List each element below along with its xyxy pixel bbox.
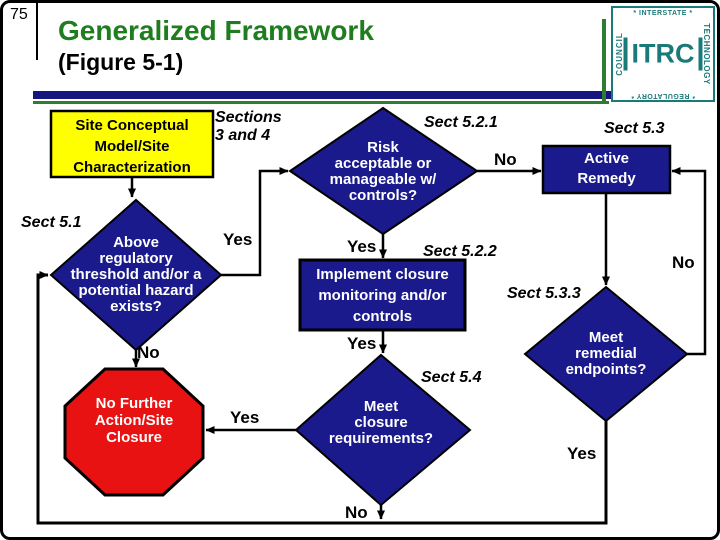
- label-line: controls?: [348, 187, 418, 204]
- label-line: Action/Site: [94, 412, 174, 429]
- label-line: monitoring and/or: [318, 287, 447, 304]
- label-line: manageable w/: [329, 171, 437, 188]
- label-line: No Further: [95, 395, 173, 412]
- label-line: Site Conceptual: [75, 117, 189, 134]
- edge-label-no-hazard: No: [137, 343, 160, 362]
- label-line: Sections: [215, 109, 282, 126]
- active-remedy-box-shape: [541, 144, 672, 195]
- label-line: requirements?: [328, 430, 434, 447]
- label-line: endpoints?: [565, 361, 647, 378]
- sections-note: Sections 3 and 4: [215, 109, 295, 145]
- edge-label-no-closure: No: [345, 503, 368, 522]
- edge-label-yes-remedial: Yes: [567, 444, 597, 463]
- label-line: Risk: [367, 139, 399, 156]
- label-line: controls: [352, 308, 413, 325]
- closure-diamond-shape: [294, 353, 472, 507]
- label-line: Implement closure: [316, 266, 449, 283]
- edge-label-yes-closure: Yes: [230, 408, 260, 427]
- logo-text-interstate: * INTERSTATE *: [633, 10, 693, 17]
- start-box-shape: [49, 109, 215, 179]
- remedial-diamond-label: Meet remedial endpoints?: [546, 330, 666, 378]
- label-line: threshold and/or a: [70, 266, 202, 283]
- itrc-logo: * INTERSTATE * TECHNOLOGY * REGULATORY *…: [611, 6, 715, 102]
- slide-number: 75: [10, 6, 28, 23]
- label-line: Above: [113, 234, 159, 251]
- label-line: potential hazard: [78, 282, 194, 299]
- edge-loop-bottom-to-hazard: [36, 271, 608, 525]
- label-line: Model/Site: [94, 138, 170, 155]
- edge-label-yes-implement: Yes: [347, 334, 377, 353]
- label-line: Remedy: [577, 170, 636, 187]
- section-label-5-2-2: Sect 5.2.2: [423, 243, 497, 260]
- closure-diamond-label: Meet closure requirements?: [311, 399, 451, 447]
- label-line: regulatory: [99, 250, 173, 267]
- label-line: Closure: [106, 429, 162, 446]
- label-line: closure: [354, 414, 408, 431]
- section-label-5-1: Sect 5.1: [21, 214, 82, 231]
- implement-box-label: Implement closure monitoring and/or cont…: [302, 264, 463, 327]
- start-box-label: Site Conceptual Model/Site Characterizat…: [53, 115, 211, 178]
- section-label-5-3-3: Sect 5.3.3: [507, 285, 581, 302]
- label-line: Meet: [588, 329, 624, 346]
- active-remedy-label: Active Remedy: [545, 149, 668, 189]
- page-subtitle: (Figure 5-1): [58, 49, 184, 75]
- label-line: exists?: [110, 298, 162, 315]
- edge-label-yes-risk: Yes: [347, 237, 377, 256]
- edge-hazard-yes-to-risk: [221, 167, 289, 277]
- remedial-diamond-shape: [523, 285, 689, 423]
- logo-itrc-emblem: ITRC: [623, 37, 703, 71]
- label-line: Active: [583, 150, 630, 167]
- section-label-5-2-1: Sect 5.2.1: [424, 114, 498, 131]
- edge-label-yes-hazard: Yes: [223, 230, 253, 249]
- hazard-diamond-shape: [49, 198, 223, 352]
- section-label-5-4: Sect 5.4: [421, 369, 482, 386]
- label-line: 3 and 4: [215, 127, 271, 144]
- risk-diamond-label: Risk acceptable or manageable w/ control…: [313, 140, 453, 204]
- corner-divider-line: [36, 3, 38, 60]
- label-line: Characterization: [73, 159, 191, 176]
- page-title: Generalized Framework: [58, 15, 374, 46]
- nfa-octagon-label: No Further Action/Site Closure: [69, 395, 199, 446]
- edge-remedial-no-to-active: [671, 167, 707, 356]
- label-line: Meet: [363, 398, 399, 415]
- risk-diamond-shape: [288, 106, 479, 236]
- implement-box-shape: [298, 258, 467, 332]
- label-line: remedial: [575, 345, 637, 362]
- label-line: acceptable or: [334, 155, 432, 172]
- edge-label-no-remedial: No: [672, 253, 695, 272]
- header-green-line: [33, 101, 609, 104]
- edge-label-no-risk: No: [494, 150, 517, 169]
- nfa-octagon-shape: [63, 367, 205, 497]
- section-label-5-3: Sect 5.3: [604, 120, 665, 137]
- hazard-diamond-label: Above regulatory threshold and/or a pote…: [61, 235, 211, 315]
- flowchart-canvas: [36, 106, 707, 525]
- logo-green-stripe: [602, 19, 606, 103]
- header-navy-bar: [33, 91, 611, 99]
